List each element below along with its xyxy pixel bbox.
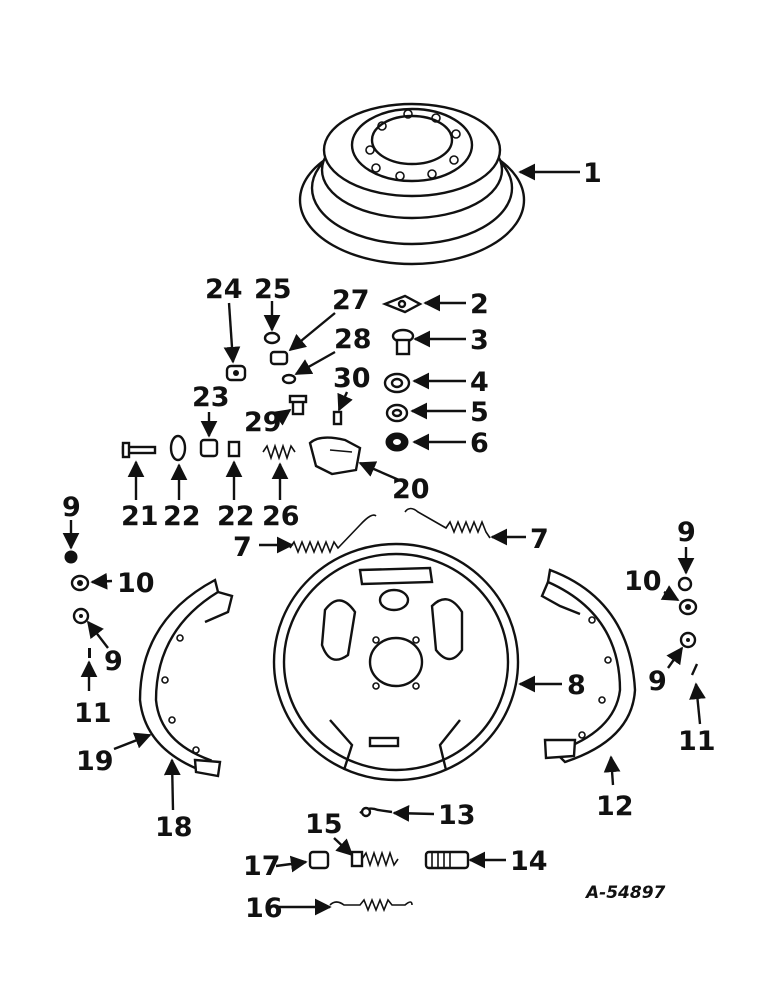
socket-14	[424, 850, 470, 870]
callout-10-right: 10	[624, 566, 662, 597]
piston-22b	[227, 440, 241, 458]
leader-lines	[62, 163, 706, 916]
spring-10-left	[70, 574, 90, 592]
callout-11-left: 11	[74, 698, 112, 729]
cup-23	[199, 438, 219, 458]
callout-18: 18	[155, 812, 193, 843]
pin-11-right	[690, 663, 699, 676]
adjuster-plate	[381, 294, 423, 314]
cup-9-right-bottom	[679, 631, 697, 649]
callout-3: 3	[470, 325, 489, 356]
brake-shoe-left	[138, 578, 234, 778]
callout-7-left: 7	[233, 532, 252, 563]
pin-30	[332, 410, 343, 426]
spring-16	[329, 897, 413, 913]
nut-6	[385, 432, 409, 452]
callout-9-left-bottom: 9	[104, 646, 123, 677]
boot-22a	[169, 434, 187, 462]
callout-15: 15	[305, 809, 343, 840]
callout-28: 28	[334, 324, 372, 355]
wheel-cylinder-20	[308, 436, 362, 476]
reference-number: A-54897	[584, 883, 666, 903]
callout-4: 4	[470, 367, 489, 398]
screw-15	[350, 850, 399, 868]
callout-21: 21	[121, 501, 159, 532]
callout-9-left-top: 9	[62, 492, 81, 523]
callout-19: 19	[76, 746, 114, 777]
cup-9-right-top	[677, 576, 693, 592]
callout-27: 27	[332, 285, 370, 316]
callout-23: 23	[192, 382, 230, 413]
callout-10-left: 10	[117, 568, 155, 599]
callout-13: 13	[438, 800, 476, 831]
callout-6: 6	[470, 428, 489, 459]
callout-22-left: 22	[163, 501, 201, 532]
callout-5: 5	[470, 397, 489, 428]
callout-17: 17	[243, 851, 281, 882]
push-rod-21	[121, 441, 157, 459]
callout-labels: 1 2 3 4 5 6 7 7 8 9 9 9 9 10 10 11 11 12…	[62, 158, 716, 924]
nut-17	[308, 850, 330, 870]
callout-25: 25	[254, 274, 292, 305]
callout-8: 8	[567, 670, 586, 701]
bolt-29	[288, 394, 308, 416]
washer-4	[383, 372, 411, 394]
brake-shoe-right	[540, 568, 637, 764]
callout-20: 20	[392, 474, 430, 505]
spring-26	[262, 443, 296, 461]
fitting-27	[269, 350, 289, 366]
backing-plate	[272, 542, 520, 782]
callout-22-right: 22	[217, 501, 255, 532]
washer-28	[281, 373, 297, 385]
return-spring-left	[289, 514, 377, 555]
callout-30: 30	[333, 363, 371, 394]
adjuster-bolt	[391, 328, 415, 356]
bleeder-24	[225, 364, 247, 382]
callout-29: 29	[244, 407, 282, 438]
callout-2: 2	[470, 289, 489, 320]
callout-16: 16	[245, 893, 283, 924]
callout-24: 24	[205, 274, 243, 305]
cup-9-left-bottom	[72, 607, 90, 625]
spring-10-right	[678, 598, 698, 616]
callout-9-right-top: 9	[677, 517, 696, 548]
callout-26: 26	[262, 501, 300, 532]
callout-1: 1	[583, 158, 602, 189]
cap-25	[263, 331, 281, 345]
callout-7-right: 7	[530, 524, 549, 555]
cup-9-left-top	[64, 550, 78, 564]
screw-13	[359, 806, 393, 818]
callout-11-right: 11	[678, 726, 716, 757]
washer-5	[385, 403, 409, 423]
callout-9-right-bottom: 9	[648, 666, 667, 697]
callout-14: 14	[510, 846, 548, 877]
pin-11-left	[88, 648, 91, 658]
return-spring-right	[404, 507, 491, 539]
brake-drum	[298, 102, 526, 266]
callout-12: 12	[596, 791, 634, 822]
